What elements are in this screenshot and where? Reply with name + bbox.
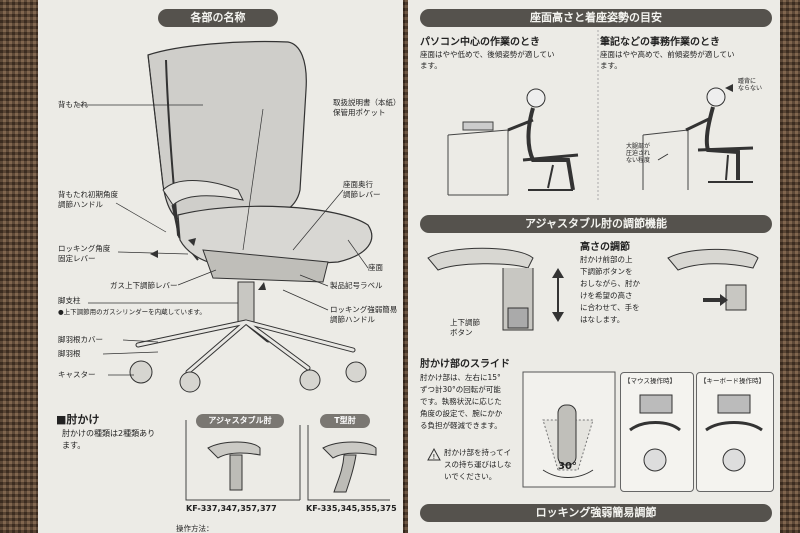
rotation-diagram [522,371,616,488]
label-backrest: 背もたれ [58,100,88,109]
keyboard-operation-panel [696,372,774,492]
label-manual-pocket: 取扱説明書（本紙）保管用ポケット [333,98,401,117]
label-backrest-angle: 背もたれ初期角度調節ハンドル [58,190,118,209]
armrest-illustrations [185,420,390,501]
label-updown-button: 上下調節ボタン [450,318,480,337]
tag-t-arm: T型肘 [320,414,370,428]
chair-illustration [76,40,373,393]
label-rocking-strength: ロッキング強弱簡易調節ハンドル [330,305,398,324]
armrest-desc: 肘かけの種類は2種類あります。 [62,429,156,450]
svg-text:!: ! [433,453,436,461]
warning-icon: ! [427,447,441,461]
slide-title: 肘かけ部のスライド [420,359,510,370]
label-seat: 座面 [368,263,383,272]
label-gas-lever: ガス上下調節レバー [110,281,178,290]
armrest-title: ■肘かけ [56,413,100,426]
writing-work-desc: 座面はやや高めで、前傾姿勢が適しています。 [600,50,735,70]
mouse-operation-panel [620,372,694,492]
height-adjust-title: 高さの調節 [580,242,630,253]
section-header-rocking: ロッキング強弱簡易調節 [420,504,772,522]
tag-adjustable-arm: アジャスタブル肘 [196,414,284,428]
section-header-parts: 各部の名称 [158,9,278,27]
label-product-label: 製品記号ラベル [330,281,383,290]
label-thigh-note: 大腿部が圧迫されない程度 [626,143,651,164]
label-caster: キャスター [58,370,96,379]
left-page: 各部の名称 [38,0,403,533]
label-rocking-lock: ロッキング角度固定レバー [58,244,111,263]
rotation-angle: 30° [558,461,577,472]
height-adjust-desc: 肘かけ前部の上下調節ボタンをおしながら、肘か けを希望の高さに合わせて、手をはな… [580,255,640,324]
label-leg-cover: 脚羽根カバー [58,335,103,344]
footer-fragment: 操作方法： [176,524,214,533]
operation-illustrations [629,394,763,472]
height-adjust-illustration [427,247,759,331]
mouse-operation-tag: 【マウス操作時】 [624,377,676,385]
label-leg: 脚羽根 [58,349,81,358]
keyboard-operation-tag: 【キーボード操作時】 [700,377,765,385]
label-seat-depth: 座面奥行調節レバー [343,180,381,199]
label-leg-column-note: ●上下調節用のガスシリンダーを内蔵しています。 [58,308,206,316]
label-leg-column: 脚支柱 [58,296,81,305]
right-page: 座面高さと着座姿勢の目安 パソコン中心の作業のとき 座面はやや低めで、後傾姿勢が… [408,0,780,533]
section-header-posture: 座面高さと着座姿勢の目安 [420,9,772,27]
slide-desc: 肘かけ部は、左右に15°ずつ計30°の回転が可能です。執務状況に応じた 角度の設… [420,373,503,430]
section-header-adjustable-arm: アジャスタブル肘の調節機能 [420,215,772,233]
t-arm-models: KF-335,345,355,375 [306,504,397,513]
posture-illustrations [447,30,754,200]
warning-text: 肘かけ部を持ってイスの持ち運びはしないでください。 [444,448,512,481]
pc-work-title: パソコン中心の作業のとき [420,37,540,48]
writing-work-title: 筆記などの事務作業のとき [600,37,720,48]
adjustable-arm-models: KF-337,347,357,377 [186,504,277,513]
label-not-hang: 踵背にならない [738,78,763,92]
pc-work-desc: 座面はやや低めで、後傾姿勢が適しています。 [420,50,555,70]
